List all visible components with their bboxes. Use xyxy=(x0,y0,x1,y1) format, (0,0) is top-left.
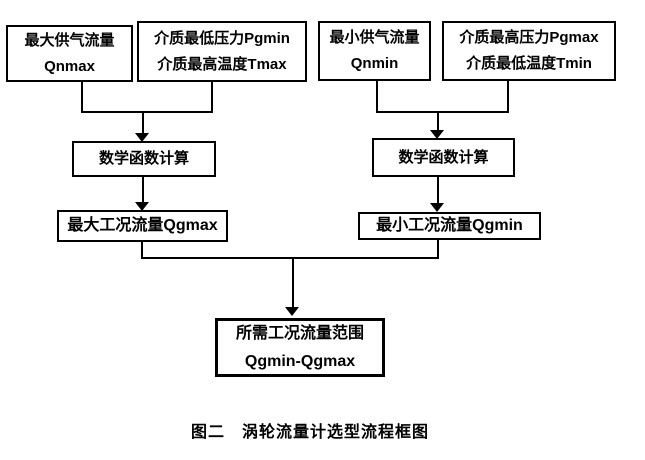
arrow-down-icon xyxy=(430,203,444,212)
node-max-supply-flow-line1: 最大供气流量 xyxy=(24,31,115,49)
node-min-supply-flow-line2: Qnmin xyxy=(350,55,399,72)
node-qgmax-label: 最大工况流量Qgmax xyxy=(67,217,218,234)
connector-line xyxy=(292,259,294,307)
node-max-supply-flow: 最大供气流量 Qnmax xyxy=(6,25,133,82)
connector-line xyxy=(142,177,144,202)
node-min-supply-flow: 最小供气流量 Qnmin xyxy=(318,21,431,81)
connector-line xyxy=(376,111,509,113)
node-pgmin-tmax-line2: 介质最高温度Tmax xyxy=(157,55,287,73)
node-pgmin-tmax: 介质最低压力Pgmin 介质最高温度Tmax xyxy=(137,21,307,82)
connector-line xyxy=(437,177,439,203)
connector-line xyxy=(81,82,83,113)
node-math-calc-left: 数学函数计算 xyxy=(72,141,216,177)
arrow-down-icon xyxy=(135,133,149,142)
node-pgmax-tmin-line2: 介质最低温度Tmin xyxy=(466,55,592,72)
node-math-calc-right-label: 数学函数计算 xyxy=(398,148,489,166)
connector-line xyxy=(376,80,378,113)
node-pgmax-tmin: 介质最高压力Pgmax 介质最低温度Tmin xyxy=(442,21,616,81)
node-pgmin-tmax-line1: 介质最低压力Pgmin xyxy=(154,29,290,47)
connector-line xyxy=(437,240,439,259)
arrow-down-icon xyxy=(285,307,299,316)
node-qgmin-label: 最小工况流量Qgmin xyxy=(376,217,523,234)
node-math-calc-right: 数学函数计算 xyxy=(372,138,515,177)
node-math-calc-left-label: 数学函数计算 xyxy=(98,150,189,167)
connector-line xyxy=(211,82,213,113)
node-result-range-line2: Qgmin-Qgmax xyxy=(244,352,356,370)
connector-line xyxy=(141,242,143,259)
node-min-supply-flow-line1: 最小供气流量 xyxy=(329,29,420,46)
node-result-range-line1: 所需工况流量范围 xyxy=(235,324,364,342)
node-max-supply-flow-line2: Qnmax xyxy=(44,57,95,75)
connector-line xyxy=(81,111,213,113)
arrow-down-icon xyxy=(135,202,149,211)
node-result-range: 所需工况流量范围 Qgmin-Qgmax xyxy=(215,318,385,377)
connector-line xyxy=(507,80,509,113)
connector-line xyxy=(142,113,144,133)
connector-line xyxy=(437,113,439,130)
node-qgmax: 最大工况流量Qgmax xyxy=(57,210,228,242)
node-pgmax-tmin-line1: 介质最高压力Pgmax xyxy=(459,29,599,46)
figure-caption: 图二 涡轮流量计选型流程框图 xyxy=(190,424,429,441)
node-qgmin: 最小工况流量Qgmin xyxy=(358,212,541,240)
arrow-down-icon xyxy=(430,130,444,139)
connector-line xyxy=(141,257,439,259)
